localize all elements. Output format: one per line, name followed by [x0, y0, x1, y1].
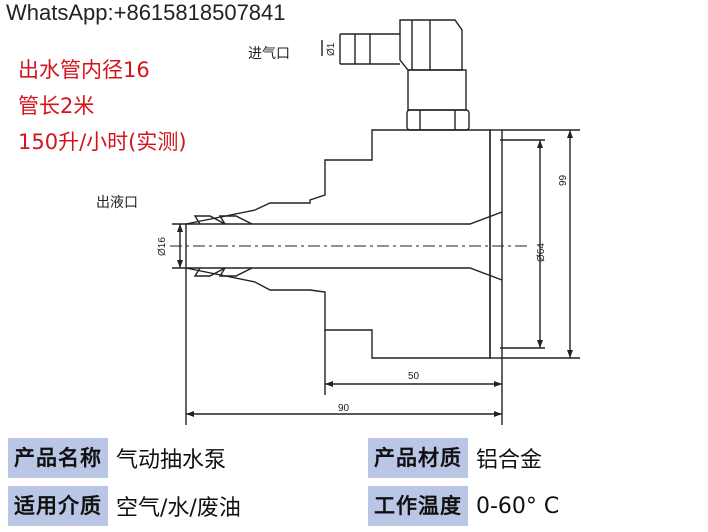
flange [489, 129, 503, 359]
inlet-label: 进气口 [248, 46, 290, 62]
spec-value: 空气/水/废油 [116, 496, 241, 521]
watermark: WhatsApp:+8615818507841 [6, 0, 286, 25]
spec-value: 0-60° C [476, 493, 560, 519]
spec-temperature: 工作温度 0-60° C [368, 486, 559, 526]
note-tube-length: 管长2米 [18, 94, 95, 118]
dim-99: 99 [558, 174, 569, 186]
spec-value: 铝合金 [476, 448, 543, 473]
spec-value: 气动抽水泵 [116, 448, 227, 473]
technical-drawing: 99 Ø64 Ø16 Ø1 50 90 [157, 19, 580, 425]
spec-key: 工作温度 [368, 486, 468, 526]
note-flow-rate: 150升/小时(实测) [18, 130, 187, 154]
hex-nut [406, 109, 470, 131]
outlet-label: 出液口 [96, 195, 138, 211]
spec-key: 适用介质 [8, 486, 108, 526]
spec-medium: 适用介质 空气/水/废油 [8, 486, 241, 526]
dim-90: 90 [338, 403, 350, 414]
spec-material: 产品材质 铝合金 [368, 438, 542, 478]
dim-50: 50 [408, 371, 420, 382]
outlet-tube [186, 211, 503, 281]
spec-product-name: 产品名称 气动抽水泵 [8, 438, 226, 478]
spec-key: 产品名称 [8, 438, 108, 478]
dim-64: Ø64 [536, 243, 547, 262]
air-inlet-pipe [339, 33, 400, 65]
elbow-fitting [399, 19, 463, 71]
fitting-neck [407, 69, 467, 111]
dim-16: Ø16 [157, 237, 168, 256]
spec-key: 产品材质 [368, 438, 468, 478]
pump-body-outline [185, 129, 491, 359]
note-tube-diameter: 出水管内径16 [18, 58, 150, 82]
dim-1: Ø1 [326, 42, 337, 56]
